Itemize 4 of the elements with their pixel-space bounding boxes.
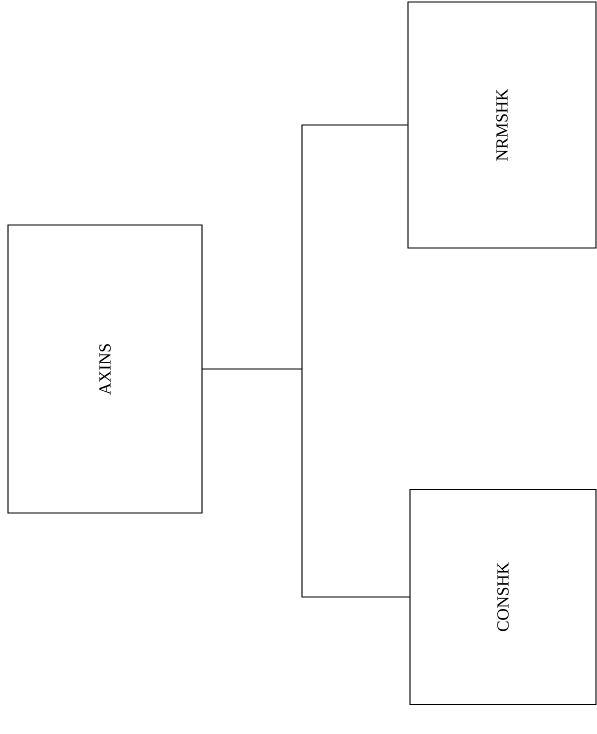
connector — [202, 368, 410, 598]
process-box: NRMSHK — [407, 1, 597, 249]
process-box: AXINS — [7, 224, 203, 514]
process-box: CONSHK — [409, 488, 597, 706]
